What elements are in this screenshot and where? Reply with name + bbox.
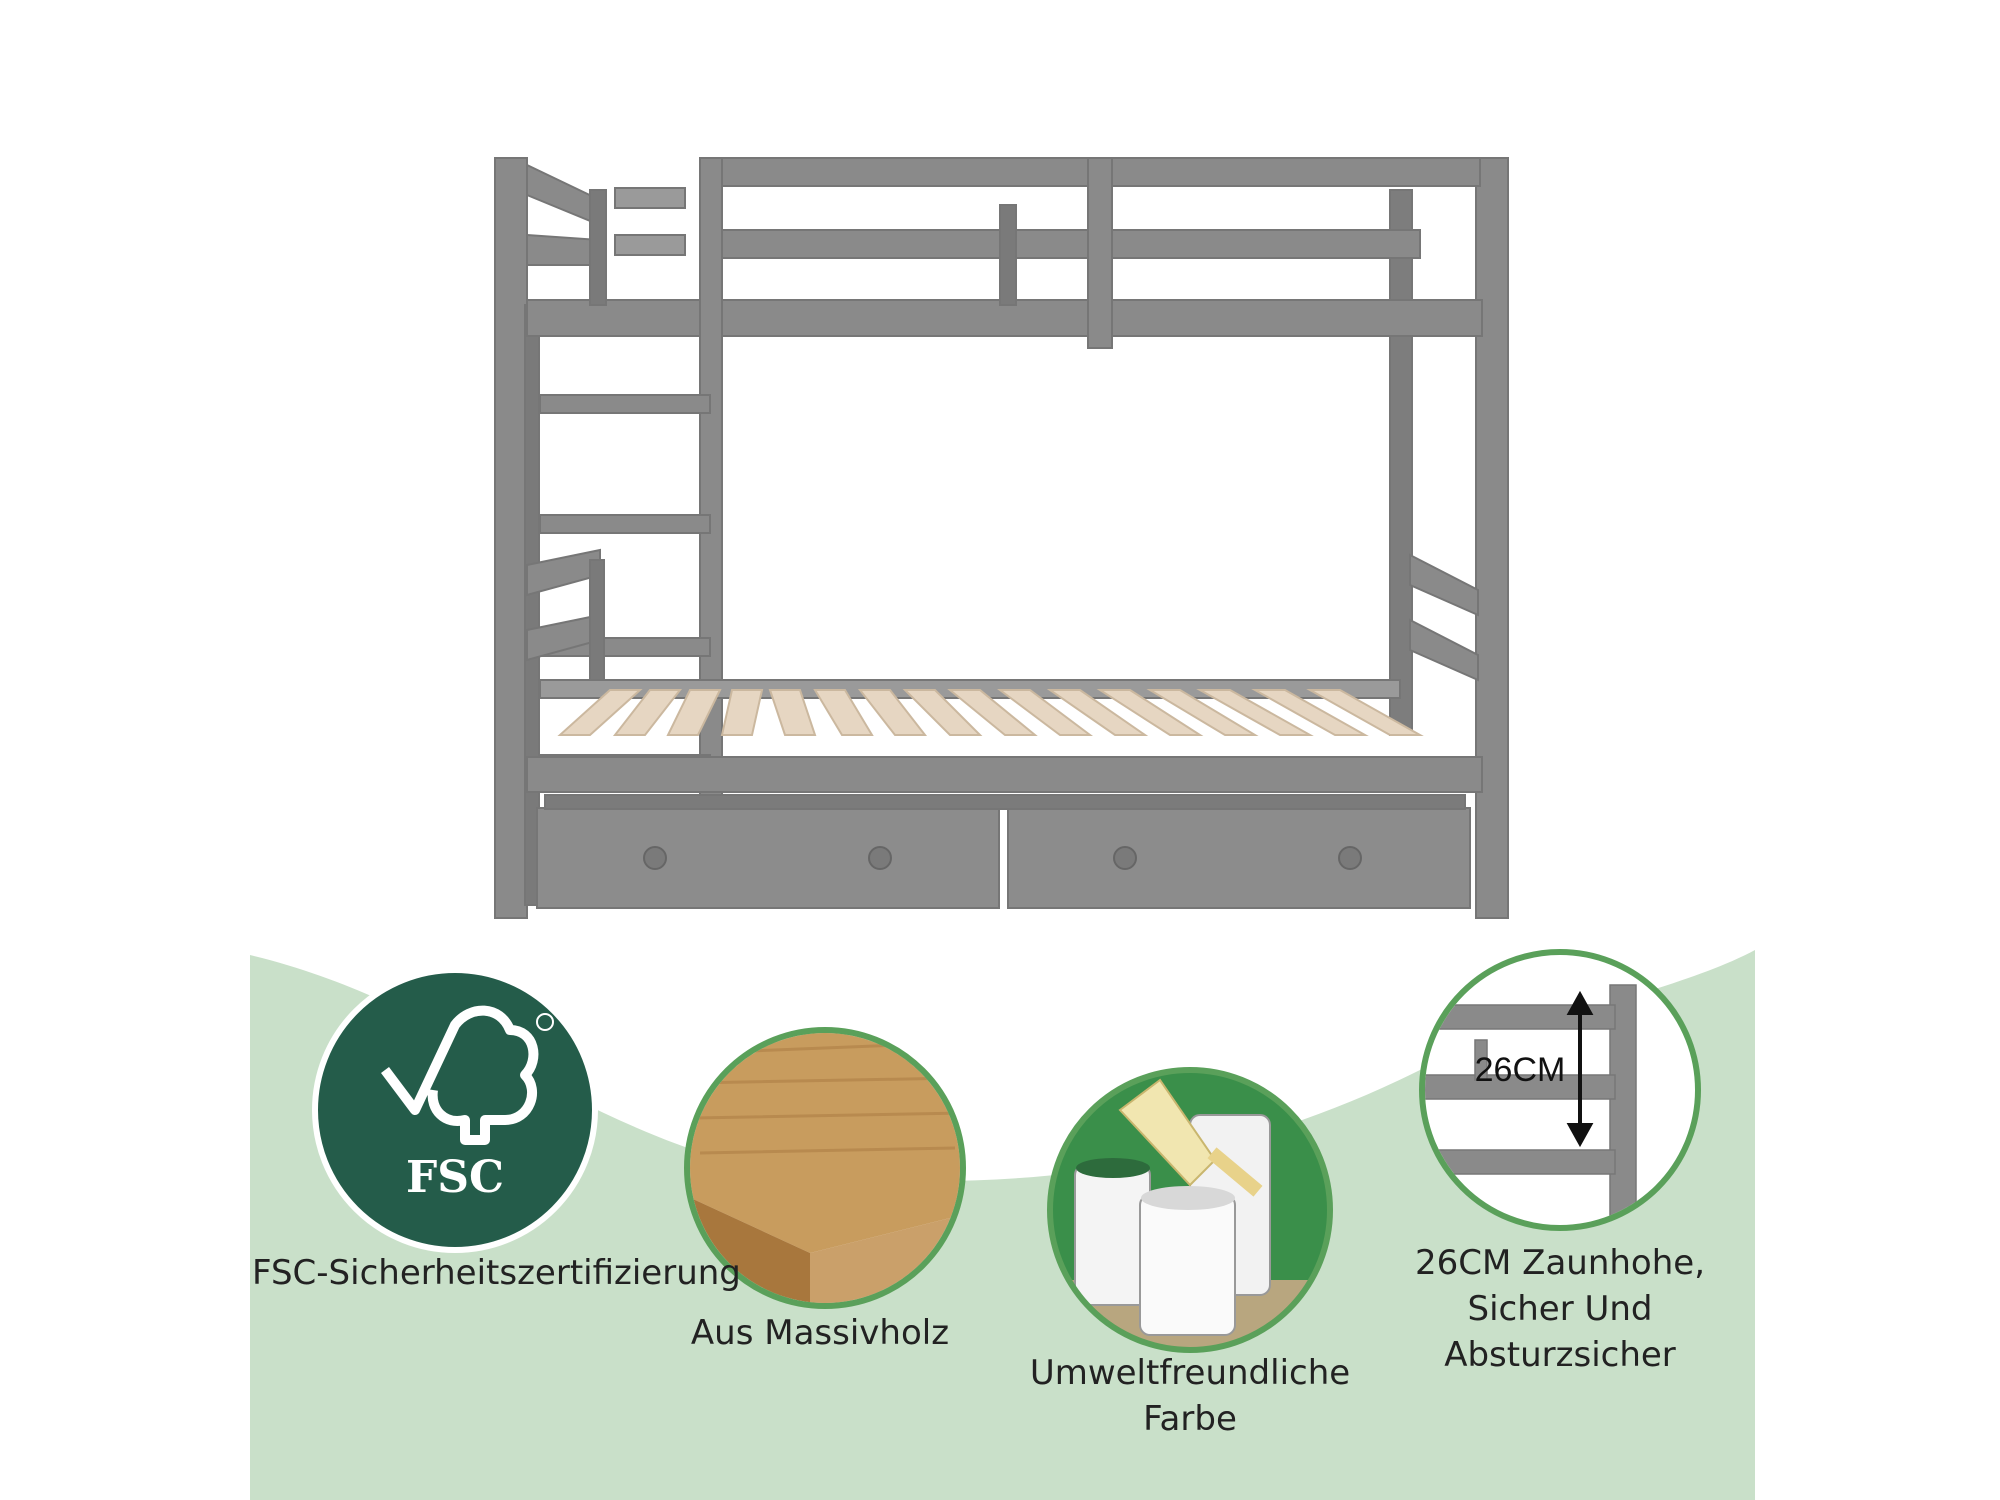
bed-slats — [557, 689, 1424, 736]
feature-label-line: Aus Massivholz — [690, 1313, 950, 1353]
measure-arrow — [1566, 990, 1594, 1148]
feature-label-fence: 26CM Zaunhohe, Sicher Und Absturzsicher — [1390, 1240, 1730, 1378]
feature-label-line: FSC-Sicherheitszertifizierung — [252, 1253, 741, 1293]
fsc-logo-text: FSC — [406, 1152, 504, 1203]
bed-frame — [494, 157, 1509, 919]
bunk-bed-illustration — [494, 157, 1509, 919]
feature-label-fsc: FSC-Sicherheitszertifizierung — [252, 1250, 741, 1296]
drawer-knobs — [643, 846, 1362, 870]
feature-label-line: 26CM Zaunhohe, — [1415, 1243, 1705, 1283]
fence-height-icon: 26CM — [1419, 949, 1701, 1231]
feature-label-line: Farbe — [1143, 1399, 1237, 1439]
feature-label-line: Sicher Und — [1467, 1289, 1653, 1329]
solid-wood-icon — [684, 1027, 966, 1309]
feature-label-wood: Aus Massivholz — [660, 1310, 980, 1356]
fence-measure-text: 26CM — [1475, 1051, 1566, 1089]
fsc-logo-icon: FSC — [312, 967, 598, 1253]
feature-label-paint: Umweltfreundliche Farbe — [1020, 1350, 1360, 1442]
feature-label-line: Absturzsicher — [1444, 1335, 1676, 1375]
feature-label-line: Umweltfreundliche — [1029, 1353, 1351, 1393]
paint-cans-icon — [1047, 1067, 1333, 1353]
